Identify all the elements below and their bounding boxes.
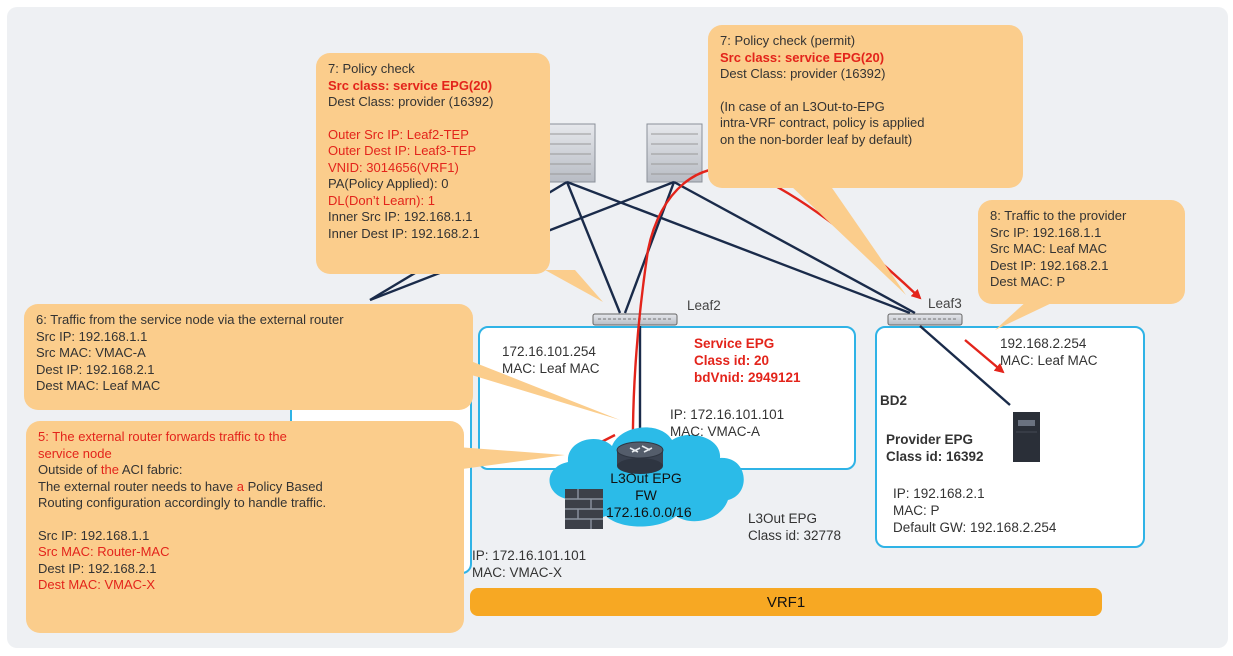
provider-epg-label: Provider EPG [886, 432, 974, 447]
note-line-2: intra-VRF contract, policy is applied [720, 115, 925, 130]
leaf2-name: Leaf2 [687, 298, 721, 313]
callout-external-router-forwards: 5: The external router forwards traffic … [26, 421, 464, 633]
leaf3-switch-icon [887, 313, 963, 326]
fw-mac: MAC: VMAC-A [670, 424, 761, 439]
external-router-mac: MAC: VMAC-X [472, 565, 563, 580]
src-ip: Src IP: 192.168.1.1 [36, 328, 148, 344]
callout-title-line-1: 5: The external router forwards traffic … [38, 429, 287, 444]
note-line-1: (In case of an L3Out-to-EPG [720, 98, 885, 114]
vrf-label: VRF1 [766, 593, 806, 611]
src-ip: Src IP: 192.168.1.1 [38, 527, 150, 543]
src-mac: Src MAC: Router-MAC [38, 544, 170, 559]
dest-mac: Dest MAC: VMAC-X [38, 577, 156, 592]
pbr-needs-line: The external router needs to have a Poli… [38, 478, 323, 494]
routing-config-line: Routing configuration accordingly to han… [38, 495, 327, 510]
l3out-epg-label: L3Out EPG [748, 511, 818, 526]
dest-class: Dest Class: provider (16392) [720, 66, 886, 81]
cloud-line-2: FW [635, 487, 657, 503]
cloud-label: L3Out EPG FW 172.16.0.0/16 [606, 470, 692, 521]
external-router-ip: IP: 172.16.101.101 [472, 548, 587, 563]
dest-ip: Dest IP: 192.168.2.1 [990, 257, 1109, 273]
bd2-label: BD2 [880, 393, 908, 408]
src-mac: Src MAC: VMAC-A [36, 345, 146, 360]
leaf2-gw-mac: MAC: Leaf MAC [502, 361, 600, 376]
cloud-line-1: L3Out EPG [610, 470, 682, 486]
leaf3-bd-box [875, 326, 1145, 548]
callout-policy-check-leaf2: 7: Policy check Src class: service EPG(2… [316, 53, 550, 274]
src-class: Src class: service EPG(20) [328, 77, 493, 93]
callout-tails [430, 185, 1058, 470]
note-line-3: on the non-border leaf by default) [720, 131, 913, 147]
dest-ip: Dest IP: 192.168.2.1 [38, 560, 157, 576]
provider-mac: MAC: P [893, 503, 940, 518]
leaf3-gw-mac: MAC: Leaf MAC [1000, 353, 1098, 368]
outer-dest-ip: Outer Dest IP: Leaf3-TEP [328, 143, 477, 158]
spine-switch-2 [646, 123, 703, 183]
dont-learn: DL(Don’t Learn): 1 [328, 192, 435, 208]
vnid: VNID: 3014656(VRF1) [328, 159, 459, 175]
provider-epg-class-id: Class id: 16392 [886, 449, 984, 464]
server-icon [1013, 412, 1040, 462]
callout-traffic-from-service-node: 6: Traffic from the service node via the… [24, 304, 473, 410]
outer-src-ip: Outer Src IP: Leaf2-TEP [328, 126, 469, 142]
leaf3-gw-ip: 192.168.2.254 [1000, 336, 1087, 351]
src-class: Src class: service EPG(20) [720, 49, 885, 65]
inner-dest-ip: Inner Dest IP: 192.168.2.1 [328, 225, 480, 241]
router-icon [616, 441, 664, 474]
leaf2-switch-icon [592, 313, 678, 326]
outside-fabric-line: Outside of the ACI fabric: [38, 462, 183, 477]
dest-mac: Dest MAC: P [990, 274, 1066, 289]
src-ip: Src IP: 192.168.1.1 [990, 224, 1102, 240]
callout-title-line-2: service node [38, 445, 112, 461]
callout-title: 6: Traffic from the service node via the… [36, 312, 344, 327]
dest-mac: Dest MAC: Leaf MAC [36, 378, 161, 393]
service-bdvnid: bdVnid: 2949121 [694, 370, 801, 385]
cloud-line-3: 172.16.0.0/16 [606, 504, 692, 520]
vrf-bar: VRF1 [470, 588, 1102, 616]
service-epg-label: Service EPG [694, 336, 775, 351]
dest-ip: Dest IP: 192.168.2.1 [36, 361, 155, 377]
leaf2-gw-ip: 172.16.101.254 [502, 344, 596, 359]
firewall-icon [565, 489, 603, 529]
fw-ip: IP: 172.16.101.101 [670, 407, 785, 422]
dest-class: Dest Class: provider (16392) [328, 94, 494, 109]
provider-default-gw: Default GW: 192.168.2.254 [893, 520, 1057, 535]
service-epg-class-id: Class id: 20 [694, 353, 770, 368]
provider-ip: IP: 192.168.2.1 [893, 486, 985, 501]
callout-traffic-to-provider: 8: Traffic to the provider Src IP: 192.1… [978, 200, 1185, 304]
callout-title: 7: Policy check [328, 61, 415, 76]
policy-applied: PA(Policy Applied): 0 [328, 176, 449, 191]
leaf3-name: Leaf3 [928, 296, 962, 311]
callout-title: 7: Policy check (permit) [720, 33, 856, 48]
inner-src-ip: Inner Src IP: 192.168.1.1 [328, 209, 473, 224]
callout-title: 8: Traffic to the provider [990, 208, 1127, 223]
src-mac: Src MAC: Leaf MAC [990, 241, 1108, 256]
l3out-epg-class-id: Class id: 32778 [748, 528, 842, 543]
callout-policy-check-permit: 7: Policy check (permit) Src class: serv… [708, 25, 1023, 188]
